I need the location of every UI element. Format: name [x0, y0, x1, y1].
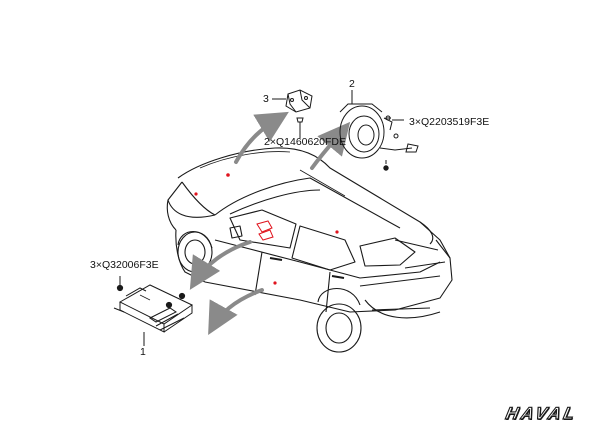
haval-logo: HAVAL: [503, 403, 580, 423]
arrow-to-part1-upper: [189, 240, 252, 290]
part-2-label: 2: [349, 78, 355, 90]
part-1-screw-label: 3×Q32006F3E: [90, 259, 159, 271]
part-3-label: 3: [263, 93, 269, 105]
part-2-clock-spring: [339, 90, 419, 171]
pointer-arrows: [189, 111, 351, 335]
part-1-ecu: [113, 276, 194, 346]
arrow-to-part1-lower: [208, 288, 264, 335]
part-3-sensor: [272, 89, 313, 138]
arrow-to-part3: [234, 111, 289, 164]
part-1-label: 1: [140, 346, 146, 358]
arrow-to-part2: [310, 121, 351, 170]
airbag-location-markers: [194, 173, 339, 285]
part-3-screw-label: 2×Q1460620FDE: [264, 136, 347, 148]
suv-body: [166, 147, 453, 353]
part-2-screw-label: 3×Q2203519F3E: [409, 116, 490, 128]
